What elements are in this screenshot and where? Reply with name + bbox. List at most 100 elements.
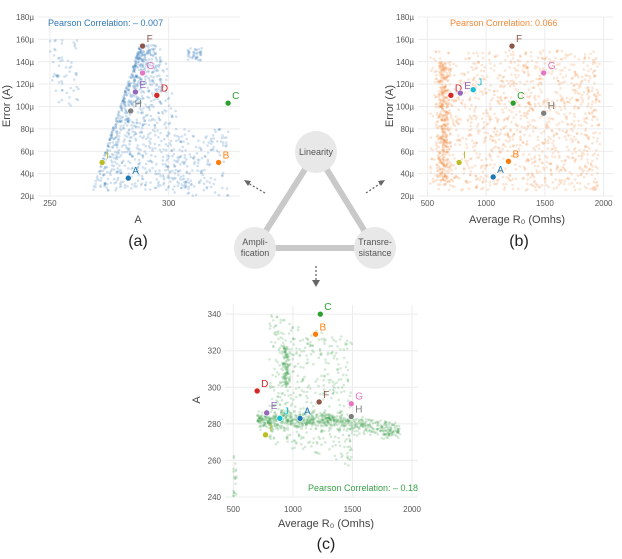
scatter-point — [303, 375, 306, 379]
scatter-point — [282, 373, 285, 376]
scatter-point — [192, 185, 196, 188]
scatter-point — [551, 99, 554, 103]
scatter-point — [319, 411, 322, 415]
scatter-point — [535, 77, 538, 81]
scatter-point — [478, 178, 482, 181]
scatter-point — [346, 368, 350, 372]
highlight-point-C — [509, 99, 517, 107]
scatter-point — [118, 105, 122, 108]
scatter-point — [161, 155, 165, 159]
scatter-point — [508, 108, 511, 112]
scatter-point — [217, 193, 221, 197]
scatter-point — [140, 51, 143, 55]
scatter-point — [471, 145, 475, 149]
highlight-point-F — [139, 42, 146, 50]
scatter-point — [279, 336, 282, 339]
scatter-point — [187, 185, 190, 188]
scatter-point — [196, 169, 199, 172]
scatter-point — [444, 153, 448, 156]
scatter-point — [143, 55, 147, 58]
scatter-point — [151, 149, 154, 152]
scatter-point — [538, 185, 542, 189]
scatter-point — [570, 63, 573, 66]
scatter-point — [435, 166, 439, 169]
scatter-point — [127, 117, 130, 120]
scatter-point — [61, 59, 64, 62]
scatter-point — [141, 65, 145, 68]
scatter-point — [373, 427, 376, 431]
scatter-point — [127, 84, 131, 88]
scatter-point — [221, 134, 224, 137]
scatter-point — [558, 62, 561, 66]
scatter-point — [188, 172, 191, 175]
scatter-point — [173, 159, 176, 162]
scatter-point — [109, 169, 113, 173]
scatter-point — [109, 136, 112, 140]
scatter-point — [284, 419, 288, 422]
scatter-point — [449, 114, 453, 118]
scatter-point — [564, 74, 568, 78]
scatter-point — [365, 420, 368, 424]
scatter-point — [128, 84, 131, 88]
scatter-point — [526, 70, 530, 74]
scatter-point — [534, 105, 537, 108]
scatter-point — [133, 68, 136, 71]
scatter-point — [538, 158, 542, 162]
highlight-point-D — [253, 387, 261, 395]
scatter-point — [546, 139, 550, 142]
scatter-point — [338, 415, 342, 419]
scatter-point — [445, 140, 449, 144]
scatter-point — [457, 98, 461, 102]
scatter-point — [131, 166, 134, 170]
scatter-point — [134, 75, 137, 78]
scatter-point — [199, 147, 203, 150]
scatter-point — [209, 185, 213, 189]
scatter-point — [326, 421, 330, 424]
scatter-point — [122, 99, 125, 103]
scatter-point — [135, 56, 138, 59]
scatter-point — [184, 183, 187, 186]
scatter-point — [123, 100, 127, 104]
scatter-point — [470, 128, 473, 131]
scatter-point — [474, 96, 477, 99]
node-linearity-label: Linearity — [299, 147, 334, 157]
scatter-point — [141, 123, 144, 126]
scatter-point — [598, 132, 602, 135]
scatter-point — [593, 185, 596, 189]
scatter-point — [441, 106, 444, 110]
scatter-point — [174, 177, 177, 180]
y-tick-label: 140µ — [396, 58, 414, 67]
scatter-point — [153, 134, 157, 137]
scatter-point — [570, 77, 574, 80]
scatter-point — [115, 157, 118, 161]
scatter-point — [546, 147, 549, 150]
scatter-point — [122, 103, 126, 107]
point-label-G: G — [548, 61, 556, 72]
scatter-point — [160, 139, 163, 143]
scatter-point — [142, 135, 146, 138]
scatter-point — [203, 168, 206, 172]
scatter-point — [157, 111, 160, 115]
scatter-point — [141, 64, 145, 67]
scatter-point — [564, 53, 567, 56]
scatter-point — [137, 56, 141, 59]
scatter-point — [168, 121, 172, 125]
scatter-point — [583, 78, 587, 81]
scatter-point — [437, 115, 441, 118]
scatter-point — [367, 418, 370, 422]
scatter-point — [330, 344, 334, 348]
scatter-point — [290, 402, 294, 405]
scatter-point — [433, 179, 437, 183]
scatter-point — [492, 93, 496, 97]
scatter-point — [129, 81, 133, 85]
scatter-point — [110, 131, 114, 134]
highlight-point-F — [508, 42, 516, 50]
scatter-point — [536, 164, 540, 168]
scatter-point — [158, 60, 162, 64]
scatter-point — [147, 46, 150, 49]
scatter-point — [116, 167, 120, 170]
scatter-point — [578, 167, 581, 170]
scatter-point — [122, 101, 126, 105]
scatter-point — [280, 352, 284, 356]
